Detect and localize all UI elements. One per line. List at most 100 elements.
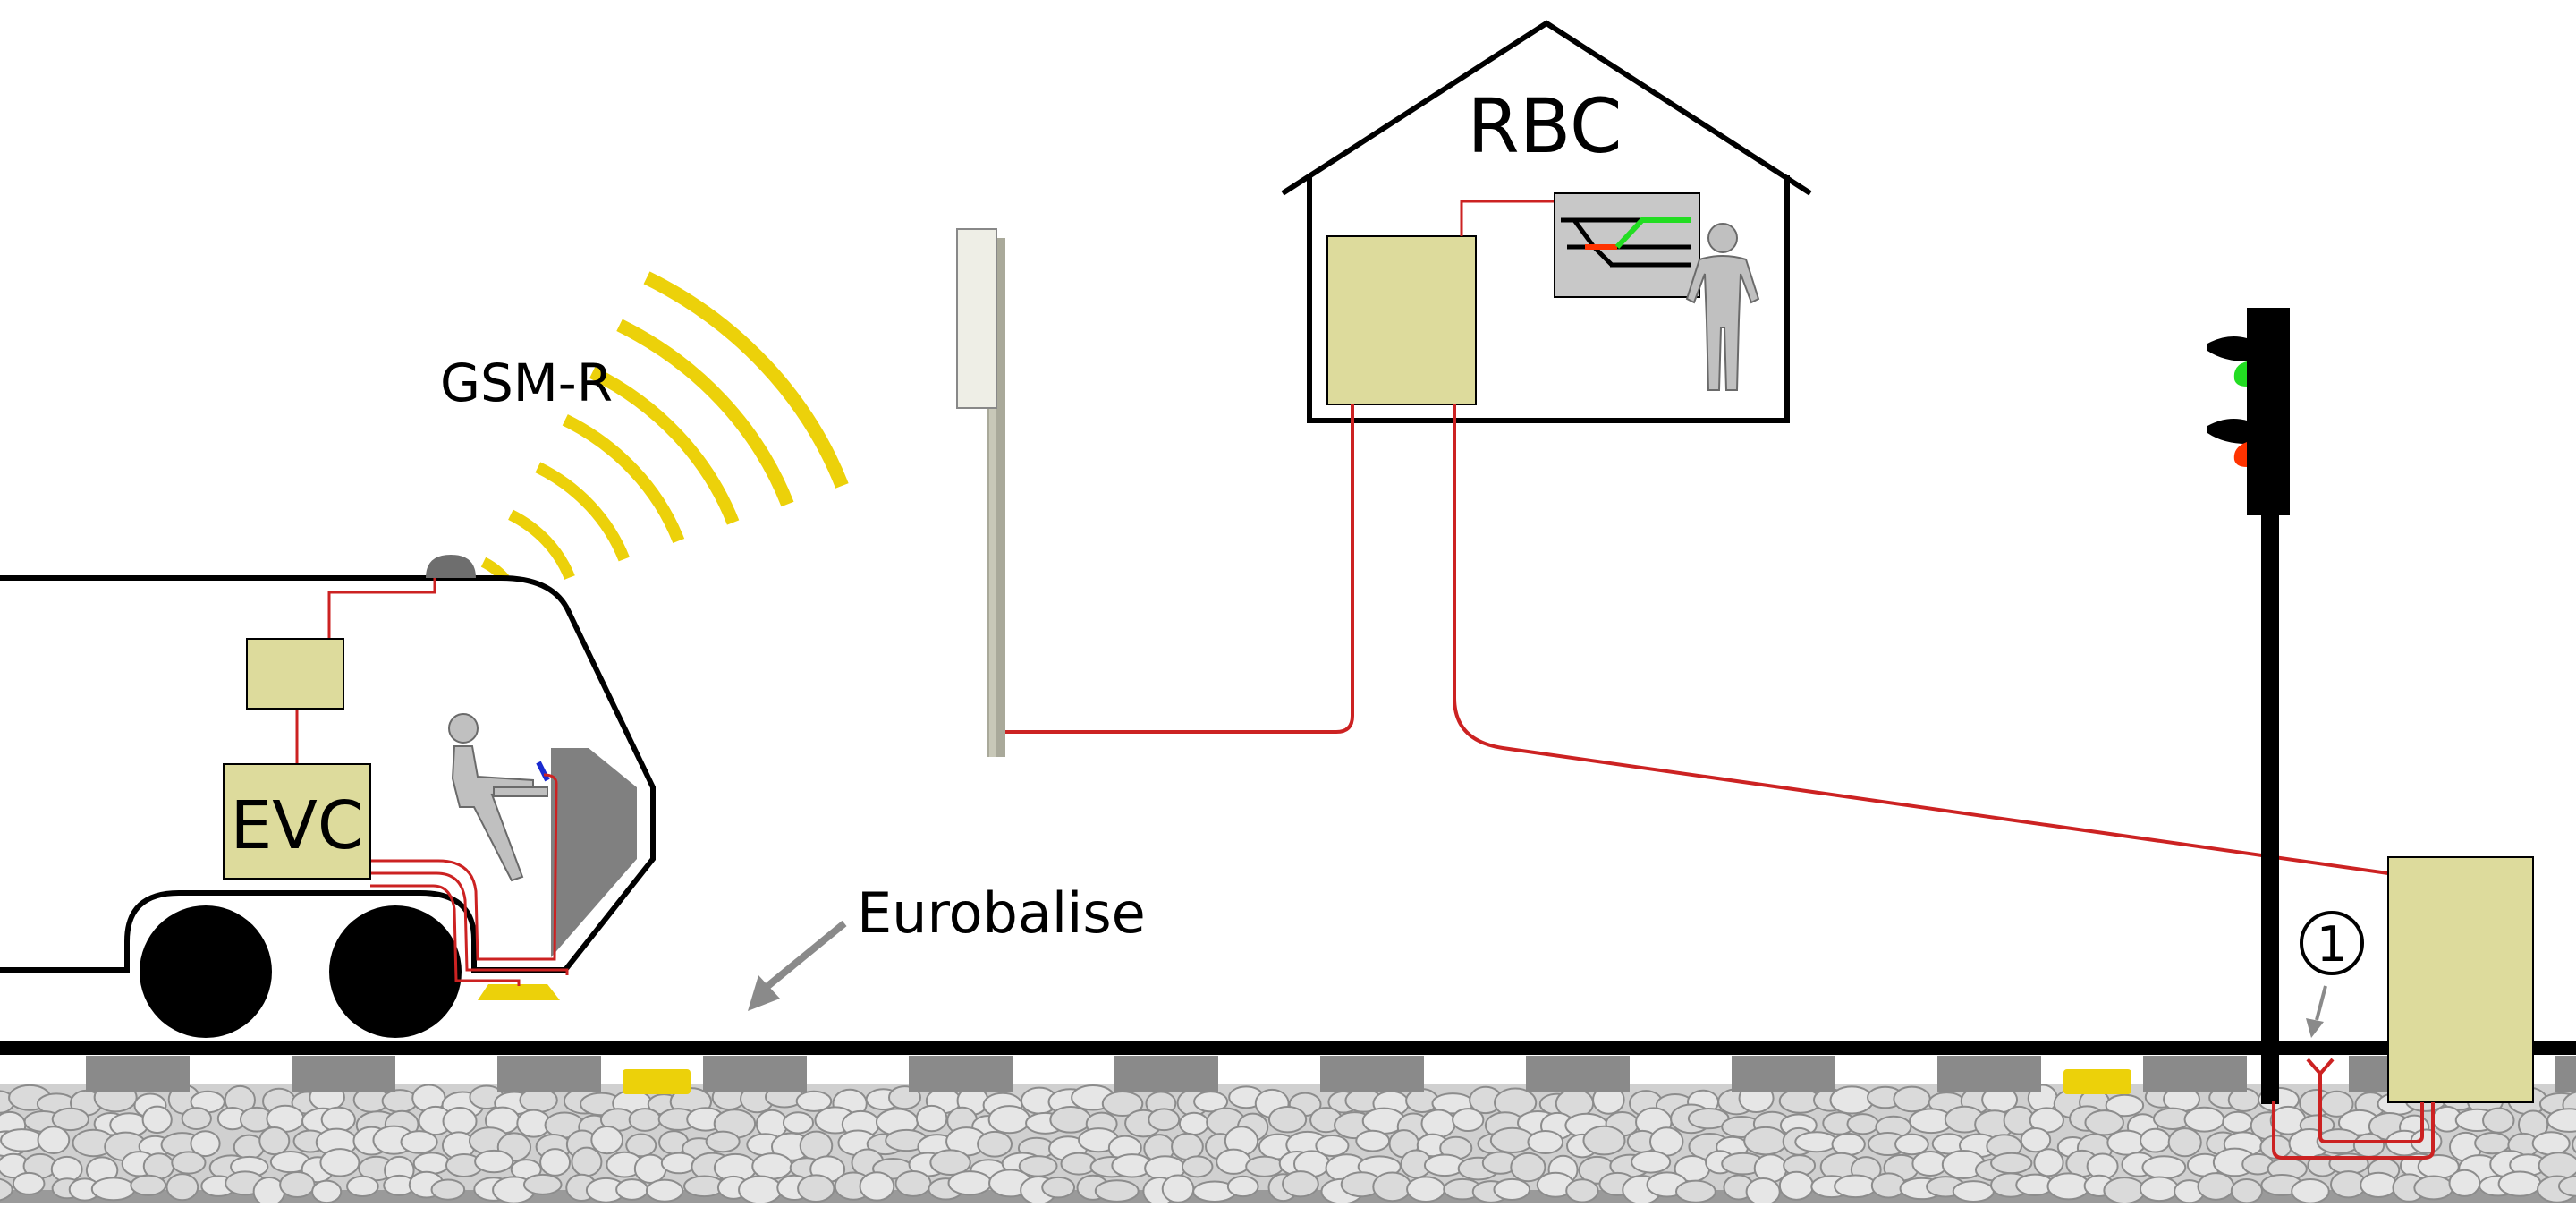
ballast-stone	[1990, 1152, 2033, 1175]
ballast-stone	[1406, 1176, 1446, 1203]
ballast-stone	[171, 1151, 207, 1175]
ballast-stone	[660, 1152, 698, 1175]
ballast-stone	[2291, 1178, 2330, 1204]
ballast-stones	[0, 1082, 2576, 1207]
wire-evc-to-antenna-a	[370, 871, 569, 975]
ballast-stone	[1952, 1180, 1995, 1203]
gsm-r-radio-waves	[480, 271, 849, 599]
signal-light-green	[2233, 361, 2247, 387]
ballast-stone	[1216, 1148, 1252, 1175]
ballast-stone	[1282, 1170, 1319, 1198]
interlocking-cabinet	[2387, 856, 2534, 1103]
ballast-stone	[1245, 1155, 1284, 1177]
ballast-stone	[2139, 1176, 2180, 1203]
rbc-computer	[1326, 235, 1477, 405]
evc-label: EVC	[230, 787, 363, 864]
ballast-stone	[1489, 1126, 1535, 1153]
ballast-stone	[165, 1173, 199, 1202]
ballast-stone	[977, 1130, 1013, 1158]
ballast-stone	[2546, 1108, 2576, 1133]
ballast-stone	[2103, 1177, 2146, 1205]
ballast-stone	[346, 1175, 379, 1198]
ballast-stone	[2352, 1133, 2385, 1158]
ballast-stone	[571, 1146, 603, 1177]
ballast-stone	[2197, 1172, 2235, 1201]
ballast-stone	[539, 1148, 572, 1177]
ballast-stone	[1049, 1105, 1092, 1134]
ballast-stone	[2140, 1127, 2172, 1153]
ballast-stone	[1181, 1155, 1214, 1178]
ballast-stone	[1846, 1113, 1879, 1135]
eurobalise-arrowhead	[748, 975, 780, 1011]
ballast-stone	[859, 1171, 895, 1202]
ballast-stone	[1493, 1177, 1531, 1202]
ballast-stone	[751, 1152, 793, 1180]
ballast-stone	[12, 1171, 46, 1195]
ballast-stone	[1148, 1108, 1181, 1132]
wheel-front	[140, 905, 272, 1038]
mast-antenna	[956, 228, 997, 409]
ballast-stone	[0, 1177, 13, 1202]
train-balise-antenna	[478, 984, 560, 1000]
signal-hood-upper	[2207, 336, 2247, 361]
ballast-stone	[2557, 1175, 2576, 1197]
ballast-stone	[1893, 1085, 1931, 1113]
dispatcher-panel	[1554, 192, 1700, 298]
ballast-stone	[141, 1105, 173, 1135]
ballast-stone	[2531, 1131, 2571, 1156]
ballast-stone	[987, 1105, 1031, 1135]
radio-wave-arc	[562, 414, 685, 544]
ballast-stone	[2167, 1127, 2202, 1158]
ballast-stone	[1041, 1176, 1076, 1199]
ballast-stone	[51, 1107, 89, 1132]
ballast-stone	[2482, 1107, 2515, 1134]
ballast-stone	[1565, 1178, 1599, 1203]
ballast-stone	[1743, 1126, 1788, 1156]
ballast-stone	[1372, 1171, 1412, 1203]
ballast-stone	[1193, 1091, 1229, 1113]
sleeper	[497, 1056, 601, 1092]
ballast-stone	[2572, 1135, 2576, 1154]
ballast-stone	[1315, 1134, 1350, 1158]
ballast-stone	[1745, 1177, 1781, 1206]
eurobalise-trackside-2	[2063, 1069, 2131, 1094]
ballast-stone	[1674, 1179, 1716, 1203]
ballast-stone	[0, 1128, 45, 1152]
ballast-stone	[90, 1177, 136, 1202]
wire-evc-to-dmi	[370, 773, 558, 961]
ballast-stone	[947, 1170, 993, 1196]
ballast-stone	[738, 1175, 783, 1205]
wire-rbc-to-mast	[1005, 404, 1354, 734]
ballast-stone	[929, 1149, 971, 1177]
railway-signal-icon	[2207, 308, 2290, 1104]
ballast-stone	[1831, 1133, 1866, 1156]
ballast-stone	[1829, 1085, 1875, 1115]
ballast-stone	[279, 1170, 316, 1199]
driver-controller	[536, 761, 550, 782]
eurobalise-trackside-1	[623, 1069, 691, 1094]
signal-hood-lower	[2207, 419, 2247, 444]
wire-radio-antenna	[327, 578, 436, 639]
sleeper	[292, 1056, 395, 1092]
ballast-stone	[1527, 1129, 1564, 1154]
ballast-stone	[2497, 1170, 2542, 1197]
wheel-rear	[329, 905, 462, 1038]
sleeper	[703, 1056, 807, 1092]
building-roof	[1281, 20, 1812, 196]
ballast-stone	[1834, 1174, 1877, 1199]
ballast-stone	[319, 1148, 360, 1177]
wire-evc-to-antenna-b	[370, 884, 521, 986]
ballast-stone	[2046, 1172, 2090, 1201]
ballast-stone	[2084, 1109, 2124, 1136]
sleeper	[1114, 1056, 1218, 1092]
ballast-stone	[2227, 1087, 2260, 1112]
ballast-stone	[2222, 1110, 2254, 1134]
ballast-stone	[1510, 1152, 1546, 1183]
radio-wave-arc	[643, 271, 849, 489]
ballast-stone	[1420, 1109, 1456, 1139]
ballast-stone	[888, 1085, 921, 1110]
ballast-stone	[2413, 1175, 2454, 1201]
dispatcher-figure-icon	[1685, 223, 1760, 391]
